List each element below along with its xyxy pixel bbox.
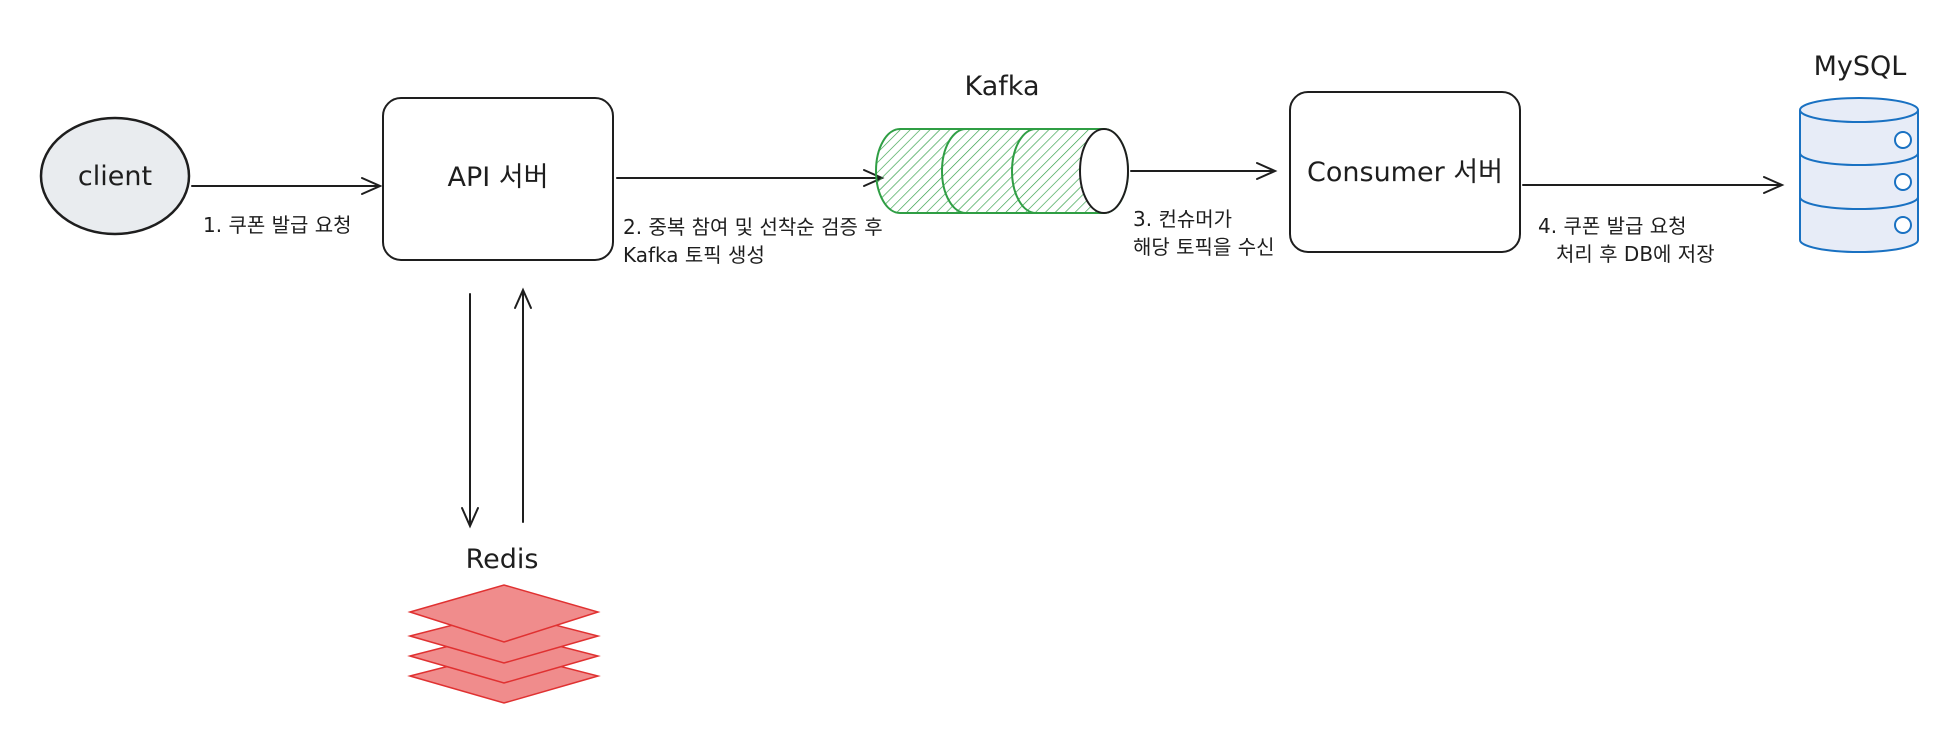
arrow-consumer-to-mysql (1522, 176, 1785, 194)
consumer-server-label: Consumer 서버 (1307, 157, 1503, 188)
step3-label: 3. 컨슈머가 해당 토픽을 수신 (1133, 207, 1275, 259)
api-server-label: API 서버 (448, 162, 549, 193)
kafka-label: Kafka (965, 71, 1040, 102)
arrow-client-to-api (191, 177, 383, 195)
step2-label: 2. 중복 참여 및 선착순 검증 후 Kafka 토픽 생성 (623, 215, 889, 267)
kafka-queue-icon (875, 128, 1129, 214)
arrow-api-to-kafka (616, 169, 885, 187)
consumer-server-node: Consumer 서버 (1289, 91, 1521, 253)
arrow-kafka-to-consumer (1130, 162, 1278, 180)
redis-layers-icon (407, 584, 601, 704)
step4-label: 4. 쿠폰 발급 요청 처리 후 DB에 저장 (1538, 214, 1715, 266)
arrow-api-to-redis (461, 293, 479, 529)
step1-label: 1. 쿠폰 발급 요청 (203, 213, 352, 237)
arrow-redis-to-api (514, 287, 532, 523)
database-icon (1799, 97, 1919, 253)
api-server-node: API 서버 (382, 97, 614, 261)
client-label: client (78, 161, 152, 192)
client-node: client (39, 116, 191, 236)
mysql-label: MySQL (1814, 51, 1907, 82)
redis-label: Redis (466, 544, 539, 575)
